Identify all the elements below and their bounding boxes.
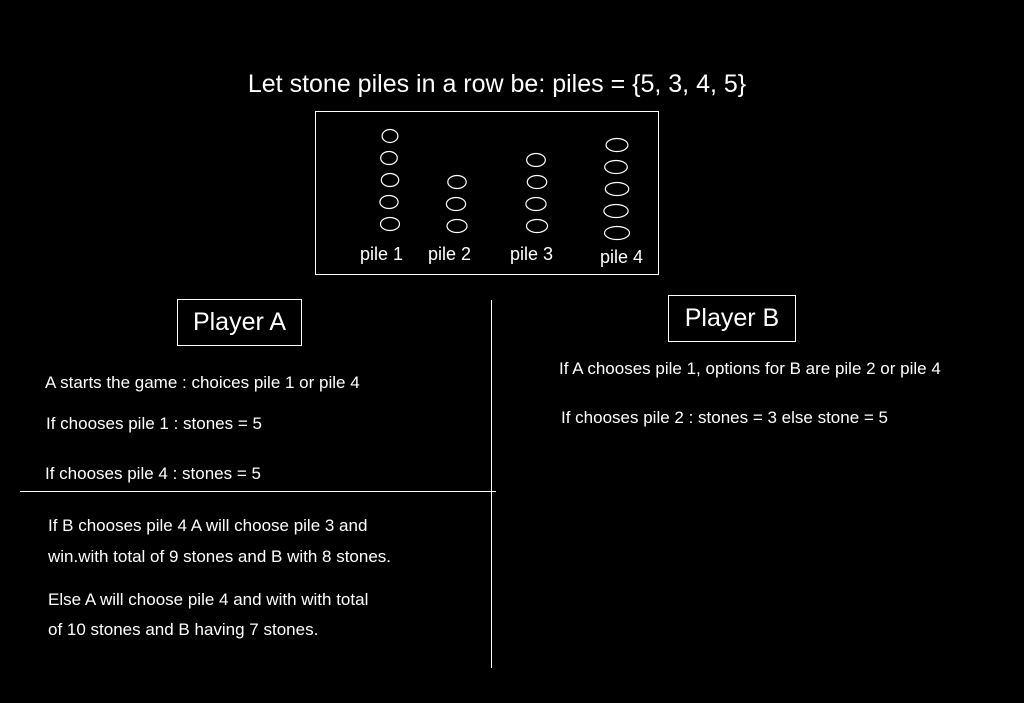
player-b-heading: Player B [668, 295, 796, 342]
vertical-divider [491, 300, 492, 668]
outcome-line-2: win.with total of 9 stones and B with 8 … [48, 547, 392, 566]
pile-2-label: pile 2 [428, 244, 472, 264]
outcome-line-4: of 10 stones and B having 7 stones. [48, 620, 319, 639]
stone-pile-1 [379, 216, 401, 232]
outcome-line-1: If B chooses pile 4 A will choose pile 3… [48, 516, 368, 535]
piles-box: pile 1 pile 2 pile 3 pile 4 [315, 111, 659, 275]
stone-pile-3 [526, 174, 548, 190]
stone-pile-2 [446, 218, 468, 234]
pile-4-label: pile 4 [600, 247, 644, 267]
player-a-line-2: If chooses pile 1 : stones = 5 [46, 414, 262, 433]
stone-pile-3 [526, 152, 546, 168]
stone-pile-4 [604, 181, 630, 197]
pile-3-label: pile 3 [510, 244, 554, 264]
stone-pile-4 [604, 159, 628, 175]
horizontal-divider [20, 491, 496, 492]
diagram-title: Let stone piles in a row be: piles = {5,… [247, 70, 747, 98]
stone-pile-1 [380, 150, 398, 166]
stone-pile-4 [605, 137, 629, 153]
stone-pile-3 [525, 218, 549, 234]
player-a-line-3: If chooses pile 4 : stones = 5 [45, 464, 261, 483]
player-b-line-2: If chooses pile 2 : stones = 3 else ston… [561, 408, 888, 427]
stone-pile-4 [603, 225, 631, 241]
pile-1-label: pile 1 [360, 244, 404, 264]
stone-pile-1 [380, 172, 400, 188]
player-a-heading: Player A [177, 299, 302, 346]
stone-pile-1 [381, 128, 399, 144]
player-b-line-1: If A chooses pile 1, options for B are p… [559, 359, 941, 378]
stone-pile-2 [445, 196, 467, 212]
stone-pile-2 [447, 174, 467, 190]
stone-pile-3 [525, 196, 547, 212]
stone-pile-4 [603, 203, 629, 219]
stones-drawing [379, 128, 631, 241]
player-a-line-1: A starts the game : choices pile 1 or pi… [45, 373, 360, 392]
stone-pile-1 [379, 194, 399, 210]
outcome-line-3: Else A will choose pile 4 and with with … [48, 590, 369, 609]
